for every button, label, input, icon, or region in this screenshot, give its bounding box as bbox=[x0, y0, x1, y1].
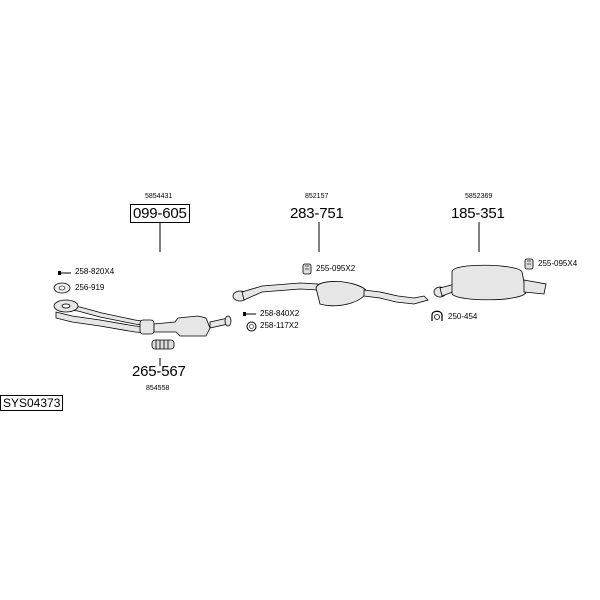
accessory-label[interactable]: 258-117X2 bbox=[260, 321, 299, 330]
accessory-label[interactable]: 258-840X2 bbox=[260, 309, 300, 318]
rear-silencer-drawing bbox=[433, 264, 547, 301]
part-ref-label: 5852369 bbox=[465, 193, 493, 200]
system-code-label: SYS04373 bbox=[0, 395, 64, 411]
front-pipe-drawing bbox=[53, 299, 232, 337]
accessory-label[interactable]: 255-095X2 bbox=[316, 264, 356, 273]
gasket-icon bbox=[53, 282, 71, 294]
part-ref-label: 852157 bbox=[305, 193, 329, 200]
accessory-label[interactable]: 258-820X4 bbox=[75, 267, 115, 276]
ring-icon bbox=[246, 321, 257, 332]
part-ref-label: 5854431 bbox=[145, 193, 173, 200]
bolt-icon bbox=[243, 312, 256, 316]
part-number-label[interactable]: 265-567 bbox=[132, 363, 186, 380]
part-number-label[interactable]: 283-751 bbox=[290, 205, 344, 222]
flexible-pipe-drawing bbox=[151, 339, 175, 350]
accessory-label[interactable]: 255-095X4 bbox=[538, 259, 578, 268]
rubber-mount-icon bbox=[431, 310, 443, 321]
part-number-label[interactable]: 185-351 bbox=[451, 205, 505, 222]
part-ref-label: 854558 bbox=[146, 385, 170, 392]
accessory-label[interactable]: 250-454 bbox=[448, 312, 478, 321]
part-number-label[interactable]: 099-605 bbox=[130, 204, 190, 223]
clamp-icon bbox=[302, 263, 312, 275]
middle-silencer-drawing bbox=[232, 281, 429, 307]
bolt-icon bbox=[58, 271, 71, 275]
accessory-label[interactable]: 256-919 bbox=[75, 283, 105, 292]
clamp-icon bbox=[524, 258, 534, 270]
